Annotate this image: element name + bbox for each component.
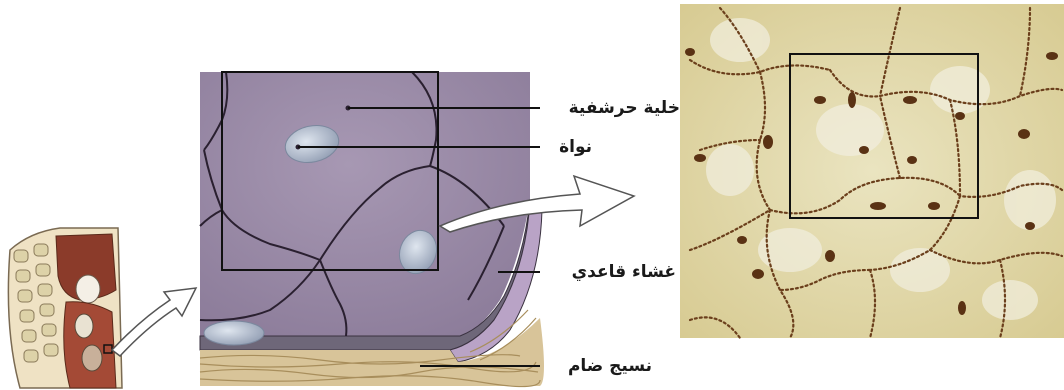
body-section-thumbnail [8, 228, 122, 388]
label-squamous-cell: خلية حرشفية [540, 98, 680, 118]
arrow-icon [112, 288, 196, 356]
label-connective-tissue: نسيج ضام [540, 356, 652, 376]
label-basement-membrane: غشاء قاعدي [540, 262, 676, 282]
micrograph-image [680, 4, 1064, 338]
tissue-illustration [200, 72, 544, 387]
label-nucleus: نواة [540, 137, 592, 157]
